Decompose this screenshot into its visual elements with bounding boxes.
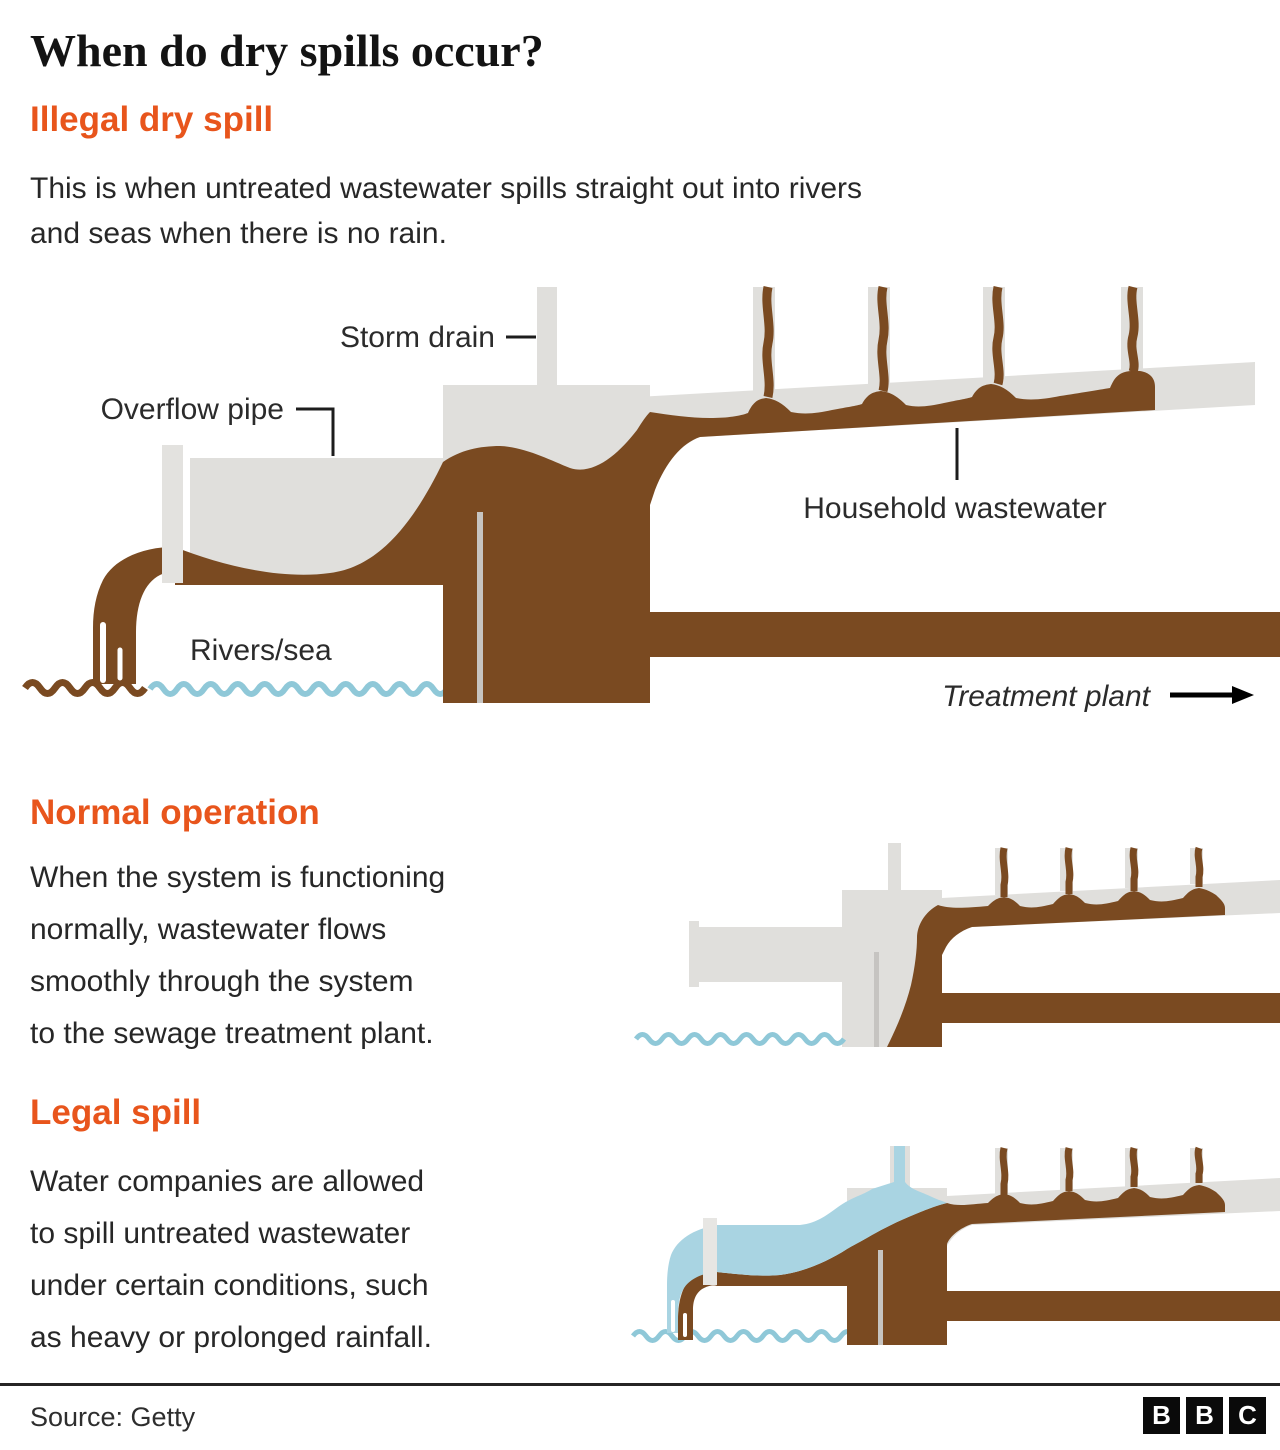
- heading-illegal-dry-spill: Illegal dry spill: [30, 100, 274, 139]
- paragraph-illegal-line2: and seas when there is no rain.: [30, 217, 447, 250]
- sewage-stream-4: [1194, 1146, 1204, 1183]
- household-sewage-streams: [999, 1146, 1204, 1195]
- rainwater-pool: [717, 1146, 947, 1276]
- sewage-stream-3: [1129, 847, 1139, 891]
- overflow-pipe-pointer: [296, 407, 335, 456]
- sewage-stream-4: [1127, 285, 1139, 374]
- tank-weir: [477, 512, 483, 703]
- label-treatment-plant: Treatment plant: [942, 680, 1152, 713]
- paragraph-legal-line3: under certain conditions, such: [30, 1269, 429, 1302]
- label-household-wastewater: Household wastewater: [803, 492, 1107, 525]
- tank-weir: [874, 952, 879, 1047]
- paragraph-legal-line1: Water companies are allowed: [30, 1165, 425, 1198]
- paragraph-illegal-line1: This is when untreated wastewater spills…: [30, 172, 863, 205]
- sewage-stream-1: [762, 286, 774, 398]
- diagram-normal-operation: [633, 843, 1280, 1047]
- label-overflow-pipe: Overflow pipe: [101, 393, 284, 426]
- page-title: When do dry spills occur?: [30, 25, 544, 76]
- sewage-stream-2: [1064, 847, 1074, 894]
- paragraph-normal-line1: When the system is functioning: [30, 861, 446, 894]
- household-sewage-streams: [999, 846, 1204, 897]
- paragraph-legal: Water companies are allowed to spill unt…: [30, 1156, 432, 1364]
- overflow-pipe-cap: [162, 445, 183, 583]
- paragraph-legal-line4: as heavy or prolonged rainfall.: [30, 1321, 432, 1354]
- bbc-logo-block-3: C: [1229, 1397, 1266, 1434]
- paragraph-illegal: This is when untreated wastewater spills…: [30, 166, 862, 256]
- sewage-flow-body: [717, 1185, 1280, 1345]
- sewage-flow-body: [175, 370, 1280, 703]
- storm-drain-pipe: [537, 287, 557, 387]
- spill-outfall-stream: [93, 546, 183, 684]
- bbc-logo-block-2: B: [1186, 1397, 1223, 1434]
- label-storm-drain: Storm drain: [340, 321, 495, 354]
- bbc-logo-block-1: B: [1143, 1397, 1180, 1434]
- sewage-stream-1: [999, 1147, 1009, 1195]
- sewage-stream-2: [1064, 1147, 1074, 1191]
- paragraph-normal-line4: to the sewage treatment plant.: [30, 1017, 434, 1050]
- river-waterline: [633, 1032, 847, 1046]
- paragraph-normal-line3: smoothly through the system: [30, 965, 414, 998]
- tank-weir: [878, 1250, 883, 1345]
- river-waterline: [147, 681, 450, 697]
- sewage-stream-3: [992, 285, 1004, 386]
- sewage-stream-3: [1129, 1146, 1139, 1187]
- sewage-in-water-wave: [22, 679, 148, 697]
- label-rivers-sea: Rivers/sea: [190, 634, 332, 667]
- sewage-stream-2: [877, 285, 889, 393]
- spill-outfall-sewage: [678, 1272, 717, 1340]
- river-waterline: [630, 1329, 857, 1343]
- storm-drain-pipe: [888, 843, 901, 895]
- diagram-illegal-dry-spill: Storm drain Overflow pipe Rivers/sea Hou…: [22, 285, 1280, 713]
- bbc-logo: B B C: [1143, 1397, 1266, 1434]
- overflow-pipe-cap: [703, 1218, 717, 1285]
- source-credit: Source: Getty: [30, 1402, 196, 1432]
- household-sewage-streams: [762, 285, 1139, 398]
- sewage-stream-1: [999, 847, 1009, 897]
- heading-normal-operation: Normal operation: [30, 793, 320, 832]
- heading-legal-spill: Legal spill: [30, 1093, 202, 1132]
- paragraph-normal-line2: normally, wastewater flows: [30, 913, 387, 946]
- sewage-flow-body: [887, 888, 1280, 1047]
- footer-divider: [0, 1383, 1280, 1386]
- paragraph-legal-line2: to spill untreated wastewater: [30, 1217, 411, 1250]
- overflow-pipe-cap: [689, 921, 699, 987]
- sewage-stream-4: [1194, 846, 1204, 887]
- paragraph-normal: When the system is functioning normally,…: [30, 852, 445, 1060]
- overflow-pipe: [699, 927, 842, 982]
- treatment-plant-arrow: [1170, 686, 1254, 704]
- diagram-legal-spill: [630, 1146, 1280, 1345]
